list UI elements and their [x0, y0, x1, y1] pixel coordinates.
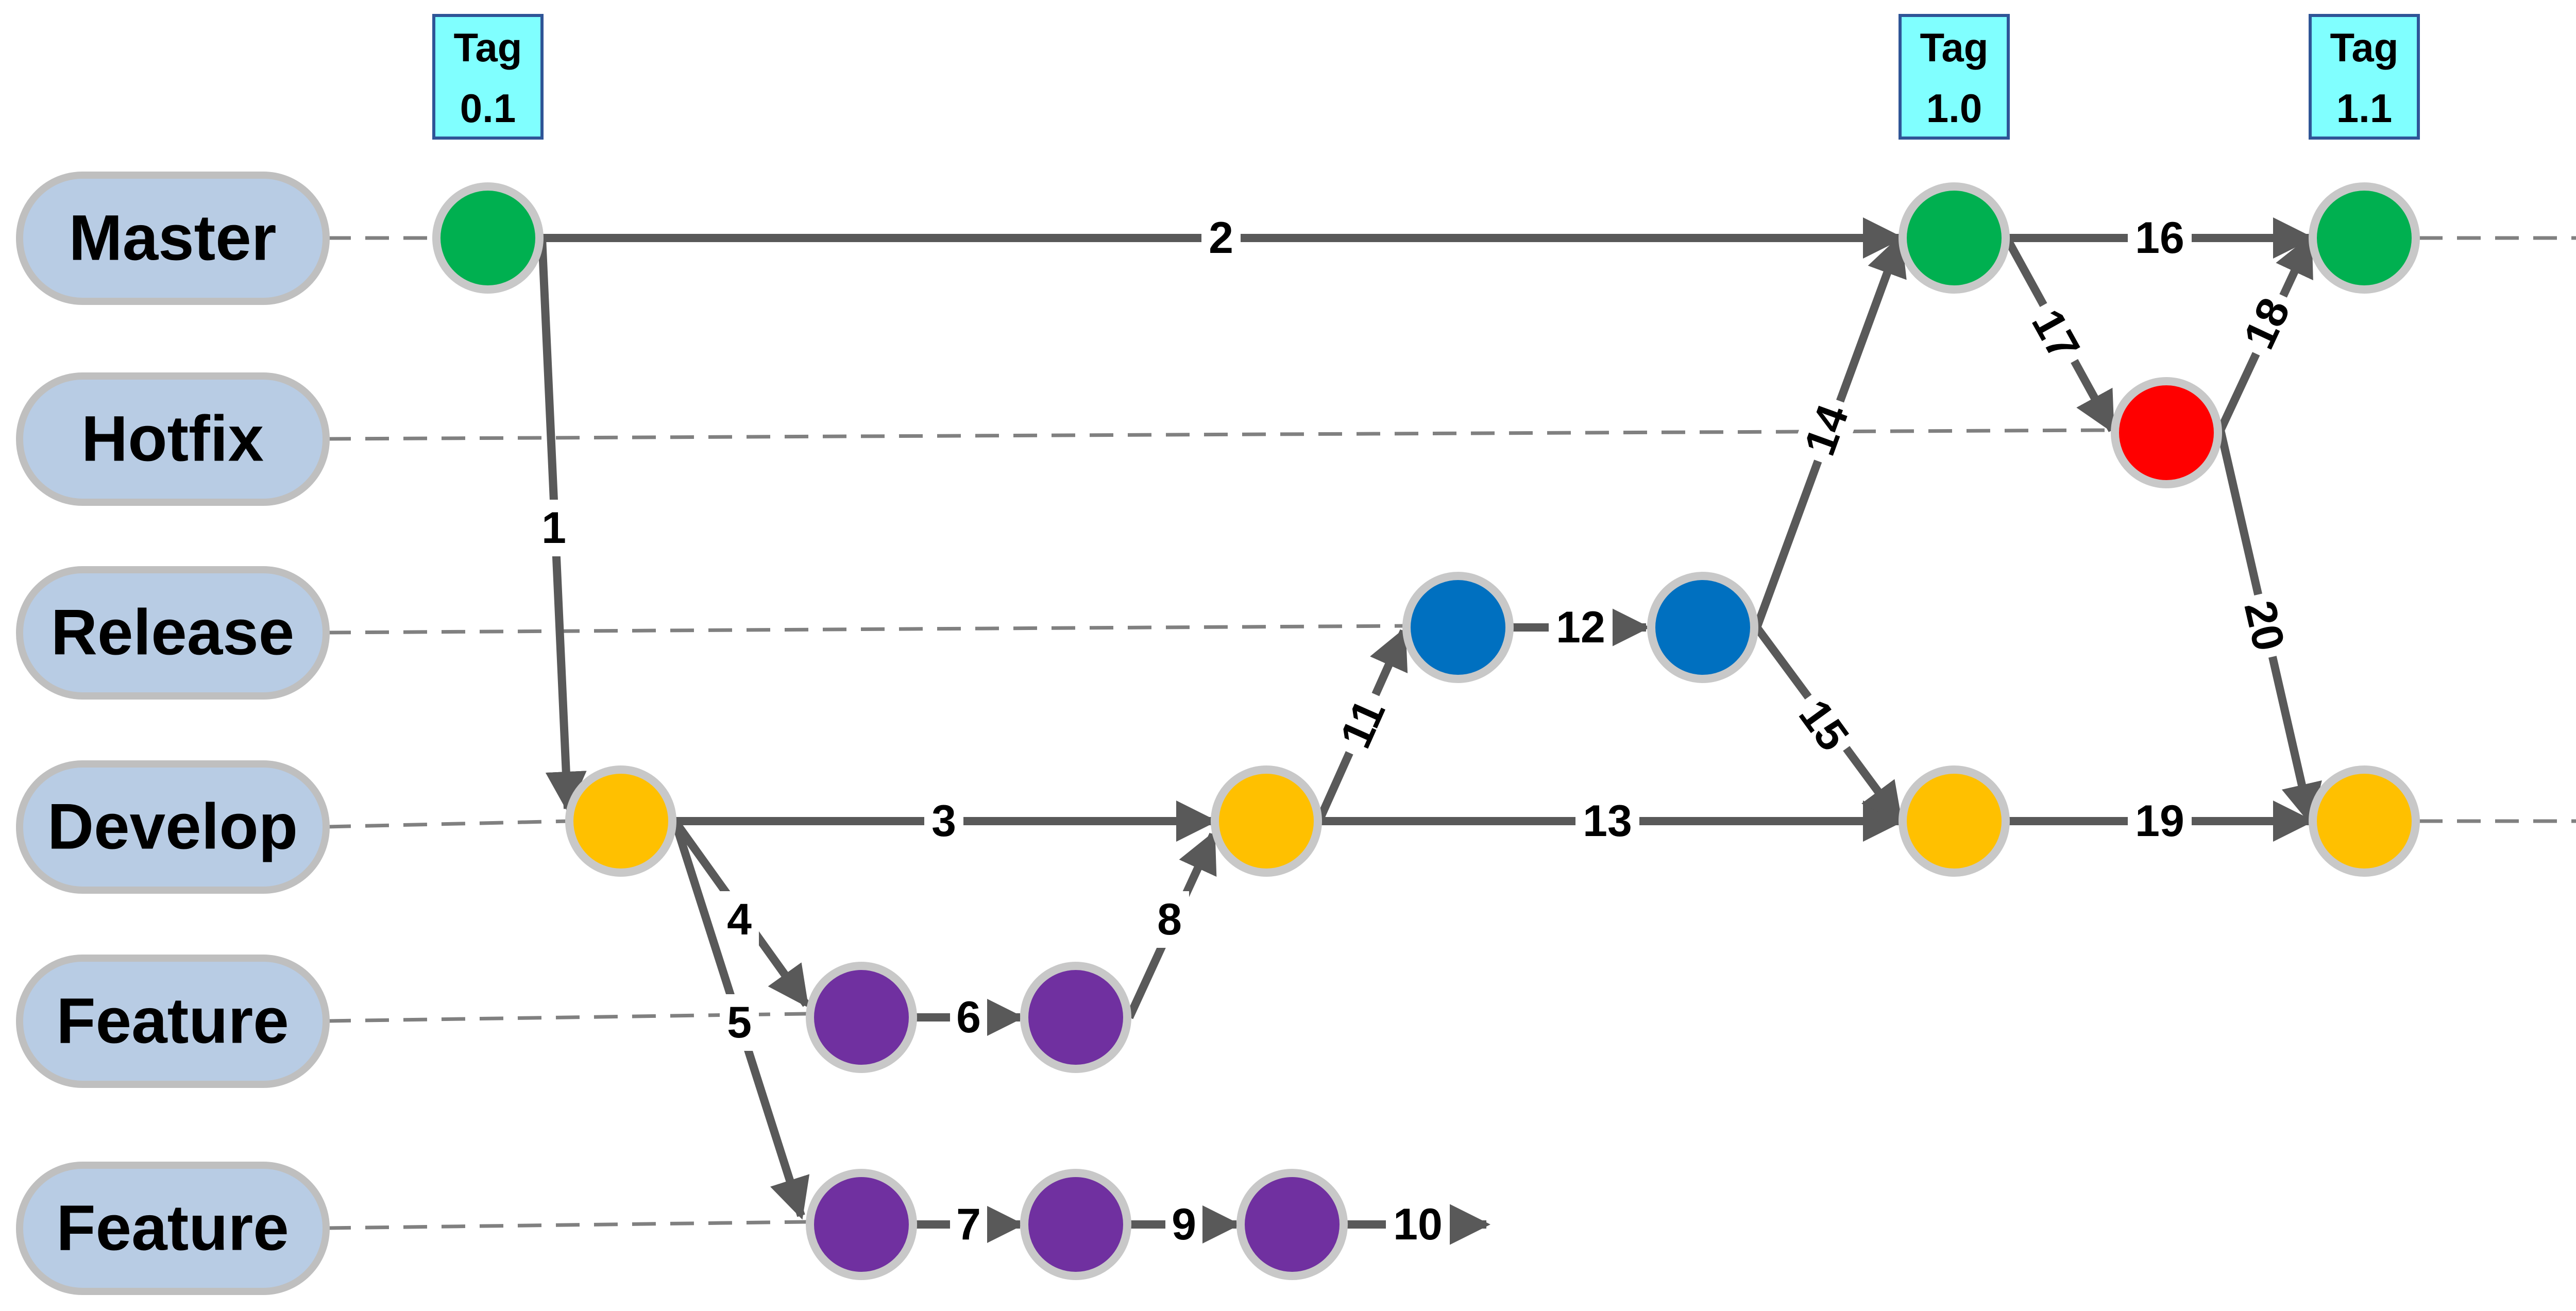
- commit-develop-2: [1211, 765, 1322, 877]
- edge-label-17: 17: [2018, 294, 2094, 376]
- commit-release-1: [1402, 572, 1514, 683]
- tag-line-1: Tag: [454, 25, 522, 70]
- lane-label-text: Feature: [56, 985, 289, 1057]
- lane-label-master: Master: [16, 172, 330, 305]
- commit-develop-1: [565, 765, 676, 877]
- edge-label-text: 1: [541, 503, 566, 553]
- edge-label-12: 12: [1549, 601, 1613, 654]
- tag-line-1: Tag: [2330, 25, 2399, 70]
- edge-label-20: 20: [2232, 589, 2297, 663]
- edge-label-8: 8: [1150, 891, 1189, 948]
- commit-feature-b-1: [806, 1169, 917, 1280]
- lane-guide-develop: [327, 819, 570, 829]
- edge-label-text: 6: [956, 993, 981, 1042]
- edge-labels: 1 2 3 4 5 6 7 8: [534, 210, 2304, 1251]
- tags: Tag 0.1 Tag 1.0 Tag 1.1: [432, 14, 2420, 140]
- edge-label-text: 7: [956, 1200, 981, 1249]
- commit-feature-b-3: [1236, 1169, 1348, 1280]
- commit-develop-4: [2309, 765, 2420, 877]
- commit-feature-a-2: [1020, 962, 1131, 1073]
- edge-label-text: 2: [1209, 213, 1233, 263]
- lane-label-text: Master: [69, 202, 277, 274]
- edge-label-text: 19: [2135, 796, 2184, 846]
- edge-label-6: 6: [950, 991, 987, 1044]
- edge-label-13: 13: [1575, 794, 1639, 848]
- lane-label-hotfix: Hotfix: [16, 372, 330, 506]
- edge-label-7: 7: [950, 1198, 987, 1251]
- commit-feature-b-2: [1020, 1169, 1131, 1280]
- tag-line-2: 1.0: [1926, 86, 1982, 131]
- edge-label-5: 5: [720, 994, 759, 1051]
- edge-label-text: 12: [1556, 603, 1605, 652]
- lane-label-text: Feature: [56, 1193, 289, 1264]
- edge-label-text: 20: [2234, 597, 2294, 656]
- edge-label-3: 3: [924, 793, 963, 849]
- edges: [538, 217, 2322, 1245]
- tag-line-2: 0.1: [460, 86, 516, 131]
- edge-label-text: 10: [1393, 1200, 1443, 1249]
- edge-label-text: 16: [2135, 213, 2184, 263]
- lane-label-feature2: Feature: [16, 1162, 330, 1295]
- lane-guide-release: [327, 624, 1404, 635]
- commit-master-2: [1899, 182, 2010, 294]
- edge-label-text: 13: [1583, 796, 1632, 846]
- commit-master-1: [432, 182, 544, 294]
- lane-label-feature1: Feature: [16, 955, 330, 1088]
- commit-feature-a-1: [806, 962, 917, 1073]
- edge-label-text: 4: [727, 895, 752, 944]
- commit-release-2: [1647, 572, 1758, 683]
- edge-label-text: 8: [1157, 895, 1182, 944]
- commit-master-3: [2309, 182, 2420, 294]
- commit-nodes: [432, 182, 2420, 1280]
- edge-label-18: 18: [2230, 283, 2304, 364]
- tag-line-1: Tag: [1920, 25, 1989, 70]
- lane-label-text: Release: [51, 597, 295, 669]
- tag-0-1: Tag 0.1: [432, 14, 544, 140]
- edge-label-2: 2: [1201, 210, 1241, 266]
- commit-hotfix-1: [2111, 377, 2222, 488]
- commit-develop-3: [1899, 765, 2010, 877]
- tag-1-1: Tag 1.1: [2309, 14, 2420, 140]
- lane-label-develop: Develop: [16, 760, 330, 894]
- edge-label-text: 5: [727, 998, 752, 1047]
- lane-labels: Master Hotfix Release Develop Feature Fe…: [16, 172, 330, 1295]
- edge-label-4: 4: [720, 891, 759, 948]
- edge-label-10: 10: [1386, 1198, 1450, 1251]
- lane-label-text: Hotfix: [81, 403, 264, 475]
- lane-label-release: Release: [16, 566, 330, 700]
- edge-label-text: 9: [1172, 1200, 1196, 1249]
- lane-guide-feature2: [327, 1220, 807, 1230]
- edge-label-text: 3: [931, 796, 956, 846]
- edge-label-11: 11: [1326, 684, 1399, 763]
- edge-label-14: 14: [1791, 391, 1862, 469]
- lane-label-text: Develop: [47, 791, 298, 863]
- edge-label-19: 19: [2128, 794, 2192, 848]
- edge-label-16: 16: [2128, 211, 2192, 265]
- edge-label-9: 9: [1165, 1198, 1202, 1251]
- tag-1-0: Tag 1.0: [1899, 14, 2010, 140]
- edge-label-1: 1: [534, 500, 573, 556]
- tag-line-2: 1.1: [2336, 86, 2392, 131]
